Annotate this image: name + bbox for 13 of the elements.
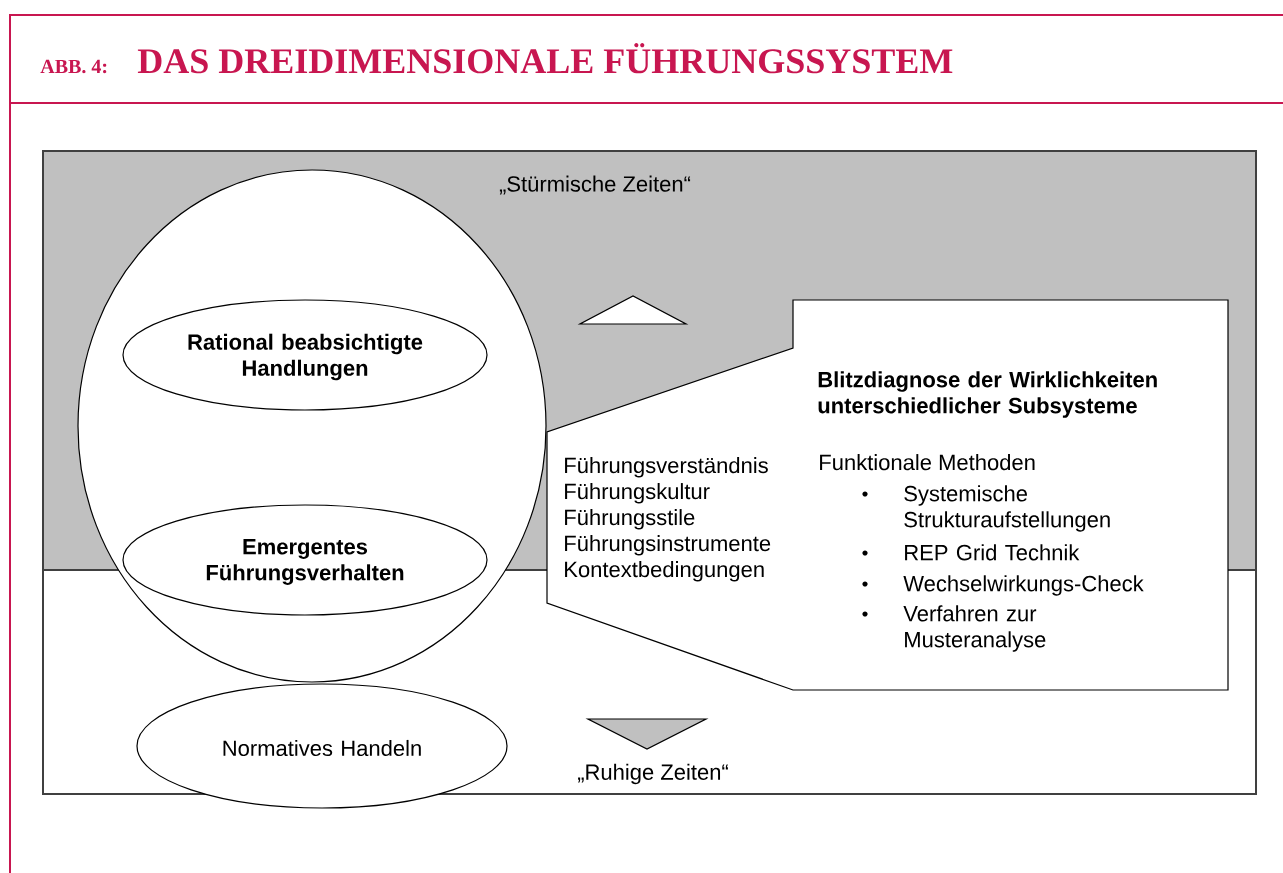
callout-box: [546, 299, 1229, 691]
title: DAS DREIDIMENSIONALE FÜHRUNGSSYSTEM: [137, 43, 953, 74]
list-item: Wechselwirkungs-Check: [903, 575, 1144, 596]
list-line: Führungsstile: [565, 509, 695, 530]
list-item: REP Grid Technik: [905, 544, 1080, 561]
list-item: Verfahren zur Musteranalyse: [903, 605, 1046, 652]
heading: Blitzdiagnose der Wirklichkeiten unterschiedlicher Subsysteme: [818, 371, 1157, 418]
list-item: Systemische Strukturaufstellungen: [904, 485, 1110, 532]
list-line: Führungskultur: [565, 483, 710, 504]
subheading: Funktionale Methoden: [820, 454, 1035, 471]
list-line: Führungsinstrumente: [565, 535, 771, 556]
list-line: Führungsverständnis: [565, 457, 768, 478]
figure-number: ABB. 4:: [40, 59, 107, 74]
